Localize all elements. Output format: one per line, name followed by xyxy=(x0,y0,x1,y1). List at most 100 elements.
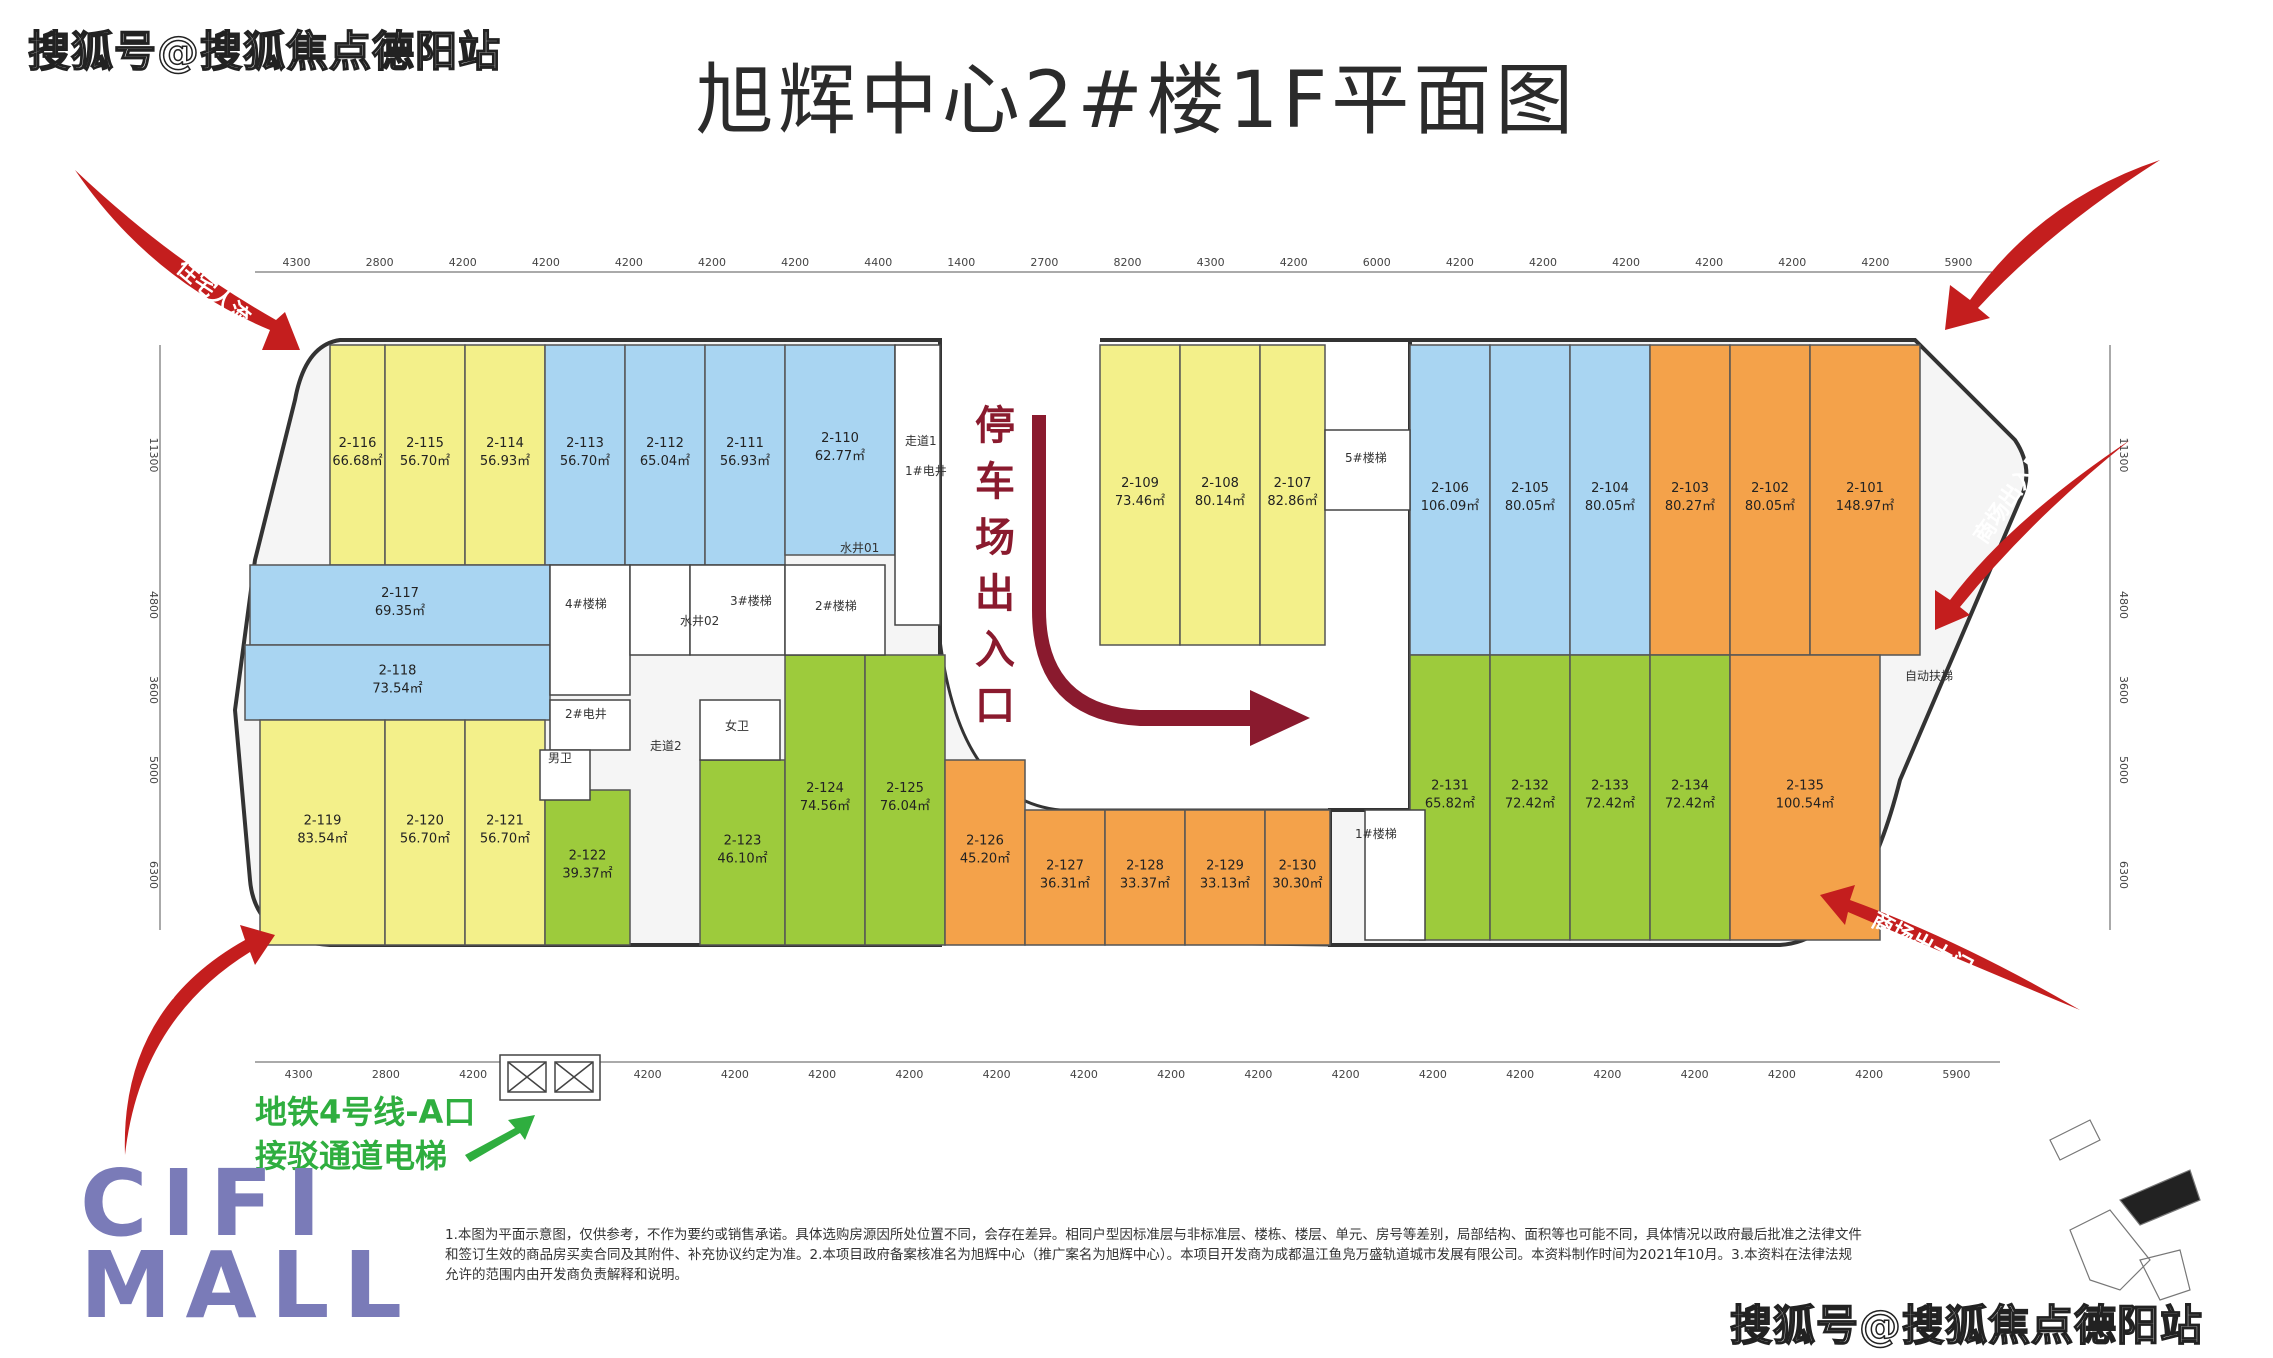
unit-id-label: 2-128 xyxy=(1126,859,1164,874)
unit-id-label: 2-117 xyxy=(381,586,419,601)
unit-2-128 xyxy=(1104,809,1186,946)
bottom-dim-label: 4200 xyxy=(459,1068,487,1081)
unit-area-label: 80.05㎡ xyxy=(1745,499,1795,514)
unit-area-label: 36.31㎡ xyxy=(1040,877,1090,892)
top-dim-label: 4300 xyxy=(1197,256,1225,269)
stair-1-label: 1#楼梯 xyxy=(1355,826,1397,841)
unit-2-115 xyxy=(384,344,466,566)
left-dim-label: 3600 xyxy=(147,676,160,704)
right-dim-label: 11300 xyxy=(2117,438,2130,473)
unit-area-label: 73.54㎡ xyxy=(372,682,422,697)
unit-blocks xyxy=(244,344,1921,946)
corridor-1-label: 走道1 xyxy=(905,434,937,448)
unit-2-108 xyxy=(1179,344,1261,646)
unit-id-label: 2-131 xyxy=(1431,779,1469,794)
unit-id-label: 2-127 xyxy=(1046,859,1084,874)
unit-2-133 xyxy=(1569,654,1651,941)
watermark-bottom: 搜狐号@搜狐焦点德阳站 xyxy=(1729,1300,2204,1351)
unit-area-label: 65.82㎡ xyxy=(1425,797,1475,812)
bottom-dim-label: 4200 xyxy=(1768,1068,1796,1081)
bottom-dim-label: 4200 xyxy=(1332,1068,1360,1081)
right-dim-label: 5000 xyxy=(2117,756,2130,784)
unit-id-label: 2-110 xyxy=(821,431,859,446)
unit-area-label: 46.10㎡ xyxy=(717,852,767,867)
unit-2-129 xyxy=(1184,809,1266,946)
metro-green-arrow xyxy=(465,1115,535,1162)
unit-id-label: 2-103 xyxy=(1671,481,1709,496)
bottom-dim-label: 4200 xyxy=(895,1068,923,1081)
unit-area-label: 45.20㎡ xyxy=(960,852,1010,867)
unit-area-label: 83.54㎡ xyxy=(297,832,347,847)
unit-area-label: 82.86㎡ xyxy=(1267,494,1317,509)
unit-2-117 xyxy=(249,564,551,646)
unit-2-127 xyxy=(1024,809,1106,946)
unit-id-label: 2-116 xyxy=(339,436,377,451)
unit-2-121 xyxy=(464,719,546,946)
residential-flow-arrow xyxy=(75,170,300,350)
unit-id-label: 2-120 xyxy=(406,814,444,829)
top-dim-label: 4200 xyxy=(1446,256,1474,269)
stair-4-label: 4#楼梯 xyxy=(565,596,607,611)
parking-label: 停车场出入口 xyxy=(975,403,1015,729)
bottom-dim-label: 4200 xyxy=(1070,1068,1098,1081)
metro-line-1: 地铁4号线-A口 xyxy=(255,1093,476,1131)
unit-2-122 xyxy=(544,789,631,946)
unit-id-label: 2-104 xyxy=(1591,481,1629,496)
unit-2-116 xyxy=(329,344,386,566)
top-dim-label: 4200 xyxy=(1778,256,1806,269)
bottom-dim-label: 2800 xyxy=(372,1068,400,1081)
unit-area-label: 30.30㎡ xyxy=(1272,877,1322,892)
bottom-dim-label: 4200 xyxy=(1855,1068,1883,1081)
mall-entrance-arrow xyxy=(1935,440,2130,630)
unit-2-103 xyxy=(1649,344,1731,656)
unit-area-label: 73.46㎡ xyxy=(1115,494,1165,509)
unit-area-label: 76.04㎡ xyxy=(880,799,930,814)
unit-area-label: 80.27㎡ xyxy=(1665,499,1715,514)
left-dim-label: 5000 xyxy=(147,756,160,784)
stair-5-label: 5#楼梯 xyxy=(1345,450,1387,465)
unit-id-label: 2-106 xyxy=(1431,481,1469,496)
watermark-top: 搜狐号@搜狐焦点德阳站 xyxy=(27,26,502,77)
cifi-logo-line2: MALL xyxy=(80,1232,416,1339)
top-dim-label: 4200 xyxy=(1861,256,1889,269)
unit-area-label: 56.70㎡ xyxy=(560,454,610,469)
top-dim-label: 2800 xyxy=(366,256,394,269)
womens-room-label: 女卫 xyxy=(725,718,749,733)
unit-id-label: 2-124 xyxy=(806,781,844,796)
unit-area-label: 72.42㎡ xyxy=(1505,797,1555,812)
bottom-dim-label: 4200 xyxy=(1681,1068,1709,1081)
bottom-dim-label: 4200 xyxy=(1244,1068,1272,1081)
unit-2-102 xyxy=(1729,344,1811,656)
left-dim-label: 11300 xyxy=(147,438,160,473)
unit-area-label: 66.68㎡ xyxy=(332,454,382,469)
unit-id-label: 2-134 xyxy=(1671,779,1709,794)
unit-id-label: 2-119 xyxy=(304,814,342,829)
unit-2-111 xyxy=(704,344,786,566)
bottom-dim-label: 4300 xyxy=(285,1068,313,1081)
site-map-icon xyxy=(2049,1119,2201,1301)
stair-3-label: 3#楼梯 xyxy=(730,593,772,608)
unit-2-107 xyxy=(1259,344,1326,646)
core-area xyxy=(539,344,1426,941)
top-dim-label: 5900 xyxy=(1944,256,1972,269)
unit-2-125 xyxy=(864,654,946,946)
escalator-label: 自动扶梯 xyxy=(1905,668,1953,683)
facility-labels: 4#楼梯 3#楼梯 2#楼梯 1#楼梯 5#楼梯 2#电井 1#电井 男卫 女卫… xyxy=(548,434,1953,841)
unit-id-label: 2-132 xyxy=(1511,779,1549,794)
elevator-2-label: 2#电井 xyxy=(565,707,607,721)
unit-area-label: 72.42㎡ xyxy=(1585,797,1635,812)
unit-area-label: 80.05㎡ xyxy=(1505,499,1555,514)
unit-id-label: 2-114 xyxy=(486,436,524,451)
top-dim-label: 2700 xyxy=(1030,256,1058,269)
bottom-dim-label: 4200 xyxy=(1593,1068,1621,1081)
top-dim-label: 6000 xyxy=(1363,256,1391,269)
unit-id-label: 2-108 xyxy=(1201,476,1239,491)
unit-area-label: 80.05㎡ xyxy=(1585,499,1635,514)
unit-area-label: 56.70㎡ xyxy=(480,832,530,847)
unit-area-label: 100.54㎡ xyxy=(1776,797,1835,812)
metro-label: 地铁4号线-A口 接驳通道电梯 xyxy=(255,1090,475,1178)
unit-id-label: 2-125 xyxy=(886,781,924,796)
unit-id-label: 2-130 xyxy=(1279,859,1317,874)
unit-id-label: 2-123 xyxy=(724,834,762,849)
unit-area-label: 56.93㎡ xyxy=(480,454,530,469)
